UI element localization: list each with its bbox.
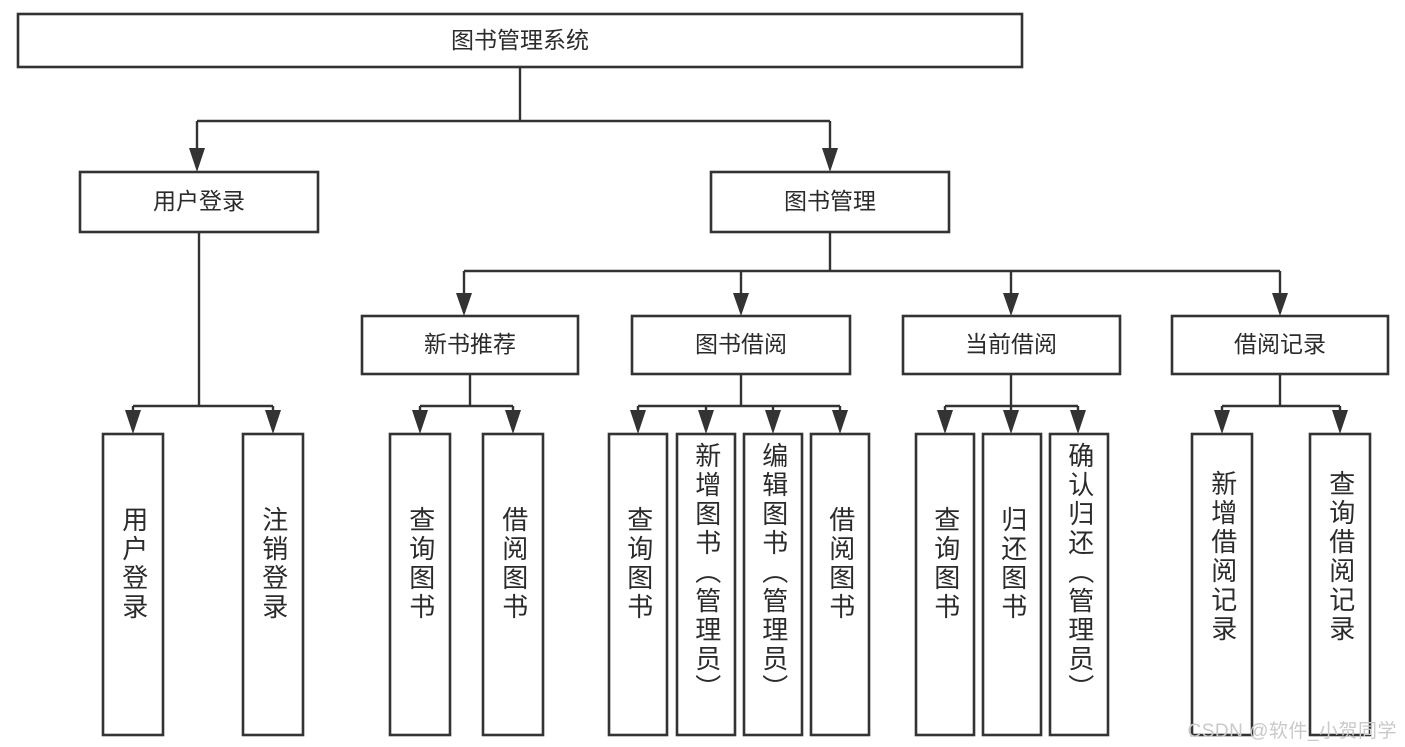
node-new-book-recommend-box[interactable] xyxy=(360,314,580,376)
node-book-borrow-label: 图书借阅 xyxy=(695,331,787,357)
arrowhead-newbook-leaf-2-icon xyxy=(505,410,521,434)
leaf-box-borrow-record-1[interactable] xyxy=(1190,432,1254,737)
node-new-book-recommend[interactable]: 新书推荐 xyxy=(360,314,580,376)
arrowhead-user-leaf-2-icon xyxy=(265,410,281,434)
connector-group-new-book xyxy=(412,374,521,434)
arrowhead-user-leaf-1-icon xyxy=(125,410,141,434)
connector-group-user-login xyxy=(125,232,281,434)
leaf-box-new-book-2[interactable] xyxy=(481,432,545,737)
node-book-management-box[interactable] xyxy=(709,170,951,234)
node-borrow-record-box[interactable] xyxy=(1170,314,1390,376)
node-user-login-box[interactable] xyxy=(78,170,320,234)
connector-group-current-borrow xyxy=(937,374,1086,434)
leaf-box-user-login-2[interactable] xyxy=(241,432,305,737)
connector-group-book-management xyxy=(456,232,1288,316)
arrowhead-book-to-current-icon xyxy=(1003,293,1019,316)
arrowhead-borrow-leaf-3-icon xyxy=(765,410,781,434)
leaf-box-borrow-record-2[interactable] xyxy=(1308,432,1372,737)
arrowhead-current-leaf-1-icon xyxy=(937,410,953,434)
leaf-box-new-book-1[interactable] xyxy=(388,432,452,737)
arrowhead-borrow-leaf-1-icon xyxy=(630,410,646,434)
node-root-box[interactable] xyxy=(16,12,1024,69)
leaf-box-book-borrow-1[interactable] xyxy=(607,432,669,737)
leaf-box-book-borrow-4[interactable] xyxy=(809,432,871,737)
leaf-box-current-borrow-1[interactable] xyxy=(914,432,976,737)
leaf-box-current-borrow-3[interactable] xyxy=(1048,432,1110,737)
arrowhead-borrow-leaf-4-icon xyxy=(832,410,848,434)
node-root[interactable]: 图书管理系统 xyxy=(16,12,1024,69)
connector-group-root xyxy=(189,67,838,172)
arrowhead-current-leaf-3-icon xyxy=(1070,410,1086,434)
node-current-borrow-label: 当前借阅 xyxy=(965,331,1057,357)
connector-group-book-borrow xyxy=(630,374,848,434)
arrowhead-root-to-user-icon xyxy=(189,148,205,172)
connector-group-borrow-record xyxy=(1214,374,1348,434)
arrowhead-book-to-record-icon xyxy=(1272,293,1288,316)
node-current-borrow-box[interactable] xyxy=(901,314,1122,376)
arrowhead-borrow-leaf-2-icon xyxy=(698,410,714,434)
leaf-box-current-borrow-2[interactable] xyxy=(981,432,1043,737)
arrowhead-book-to-new-icon xyxy=(456,293,472,316)
node-user-login[interactable]: 用户登录 xyxy=(78,170,320,234)
node-book-borrow-box[interactable] xyxy=(630,314,852,376)
node-borrow-record-label: 借阅记录 xyxy=(1234,331,1326,357)
arrowhead-record-leaf-1-icon xyxy=(1214,410,1230,434)
node-borrow-record[interactable]: 借阅记录 xyxy=(1170,314,1390,376)
node-current-borrow[interactable]: 当前借阅 xyxy=(901,314,1122,376)
node-new-book-recommend-label: 新书推荐 xyxy=(424,331,516,357)
arrowhead-record-leaf-2-icon xyxy=(1332,410,1348,434)
arrowhead-newbook-leaf-1-icon xyxy=(412,410,428,434)
leaf-box-book-borrow-3[interactable] xyxy=(742,432,804,737)
leaf-box-user-login-1[interactable] xyxy=(101,432,165,737)
node-user-login-label: 用户登录 xyxy=(153,188,245,214)
node-book-borrow[interactable]: 图书借阅 xyxy=(630,314,852,376)
leaf-box-book-borrow-2[interactable] xyxy=(675,432,737,737)
node-book-management-label: 图书管理 xyxy=(784,188,876,214)
arrowhead-root-to-book-icon xyxy=(822,148,838,172)
watermark-text: CSDN @软件_小贺同学 xyxy=(1187,721,1397,742)
arrowhead-book-to-borrow-icon xyxy=(733,293,749,316)
node-book-management[interactable]: 图书管理 xyxy=(709,170,951,234)
arrowhead-current-leaf-2-icon xyxy=(1003,410,1019,434)
node-root-label: 图书管理系统 xyxy=(451,27,589,53)
